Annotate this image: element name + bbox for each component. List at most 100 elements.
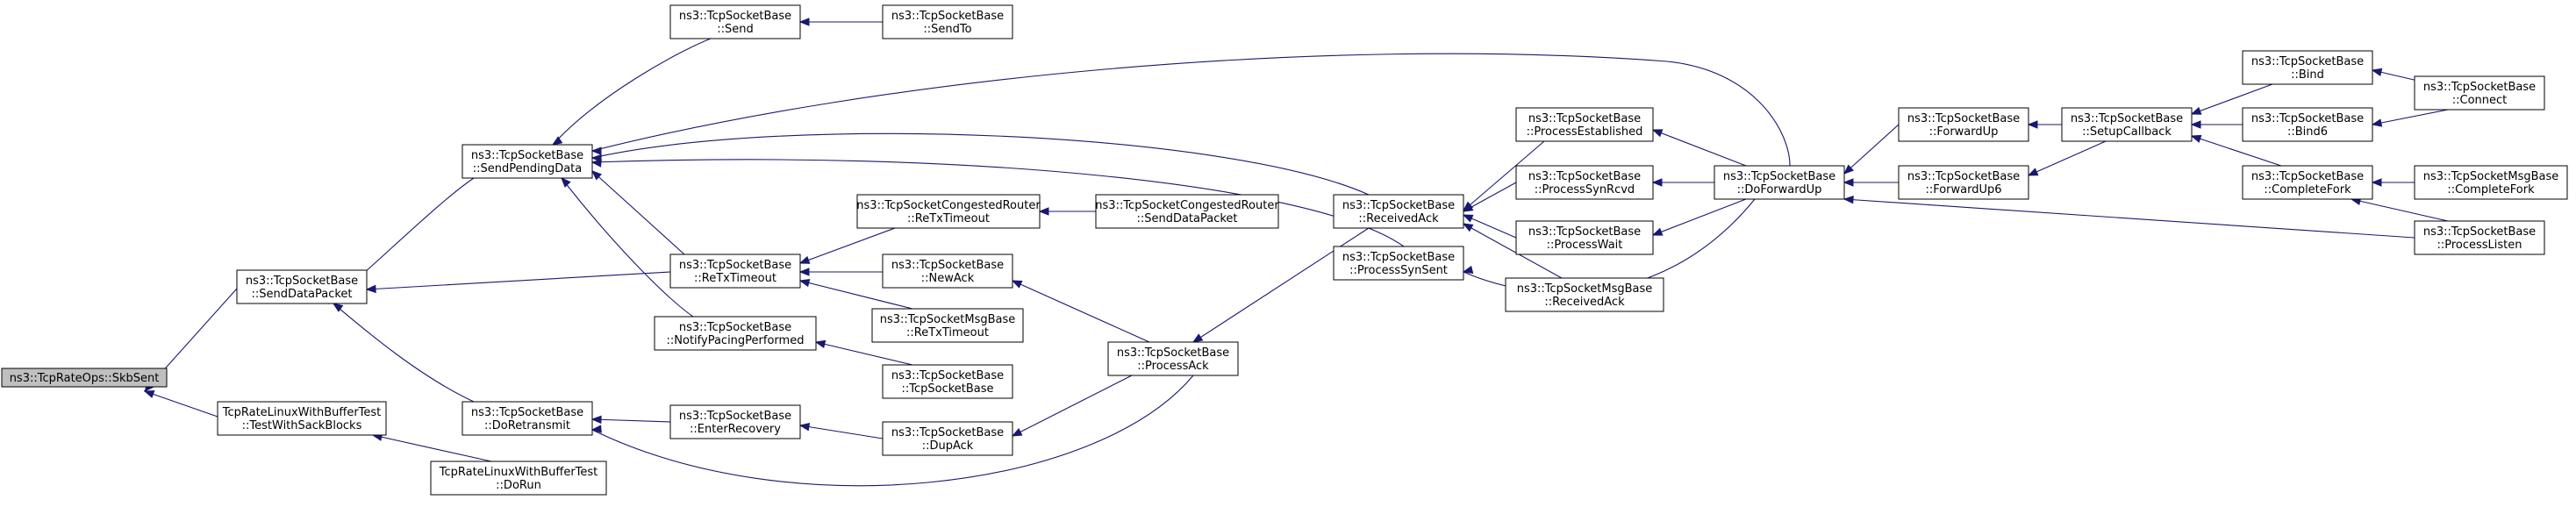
graph-node-n10[interactable]: ns3::TcpSocketBase::EnterRecovery [669,404,801,439]
node-label: ns3::TcpSocketBase [2423,225,2536,239]
node-label: TcpRateLinuxWithBufferTest [439,466,598,479]
call-edge [2372,109,2449,125]
node-label: ns3::TcpSocketBase [2251,170,2364,183]
graph-node-n1[interactable]: ns3::TcpSocketBase::SendDataPacket [236,269,368,304]
node-label: ::SendDataPacket [251,288,352,301]
graph-node-n0[interactable]: ns3::TcpRateOps::SkbSent [1,368,168,388]
node-label: ns3::TcpSocketCongestedRouter [856,199,1041,212]
arrowhead-icon [1843,195,1854,204]
arrowhead-icon [1462,203,1474,212]
graph-node-n11[interactable]: ns3::TcpSocketCongestedRouter::ReTxTimeo… [856,194,1041,229]
call-edge [561,177,694,318]
graph-node-n8[interactable]: ns3::TcpSocketBase::SendTo [882,4,1013,39]
graph-node-n2[interactable]: TcpRateLinuxWithBufferTest::TestWithSack… [217,401,387,436]
call-edge [1012,280,1150,343]
node-label: ::DoRun [496,479,541,492]
node-label: ns3::TcpSocketBase [1528,225,1641,239]
node-label: ::CompleteFork [2264,183,2351,196]
graph-node-n5[interactable]: ns3::TcpSocketBase::DoRetransmit [462,401,593,436]
call-edge [1843,124,1900,175]
arrowhead-icon [798,422,811,432]
node-label: ::ProcessListen [2436,239,2522,252]
arrowhead-icon [2027,168,2039,176]
graph-node-n32[interactable]: ns3::TcpSocketMsgBase::CompleteFork [2414,165,2568,200]
graph-node-n3[interactable]: ns3::TcpSocketBase::SendPendingData [462,144,593,179]
call-edge [1463,182,1517,212]
node-label: ::Send [717,23,754,36]
call-edge [1463,140,1545,211]
call-edge [591,170,685,255]
node-label: ns3::TcpSocketBase [246,275,358,288]
graph-node-n21[interactable]: ns3::TcpSocketBase::ProcessSynRcvd [1515,165,1654,200]
call-edge [1012,375,1133,437]
graph-node-n28[interactable]: ns3::TcpSocketBase::Bind [2242,50,2373,85]
node-label: ::DoRetransmit [484,419,570,432]
arrowhead-icon [365,284,376,294]
graph-node-n17[interactable]: ns3::TcpSocketBase::ProcessAck [1107,341,1239,376]
call-edge [144,390,218,418]
arrowhead-icon [1843,178,1854,187]
graph-node-n31[interactable]: ns3::TcpSocketBase::Connect [2414,75,2545,111]
node-box [2414,75,2545,111]
node-label: ::NewAck [921,272,975,285]
graph-node-n19[interactable]: ns3::TcpSocketBase::ProcessSynSent [1333,246,1464,281]
graph-node-n30[interactable]: ns3::TcpSocketBase::CompleteFork [2242,165,2373,200]
node-label: ::ProcessWait [1547,239,1623,252]
graph-node-n15[interactable]: ns3::TcpSocketBase::TcpSocketBase [882,364,1013,399]
graph-node-n13[interactable]: ns3::TcpSocketBase::NewAck [882,254,1013,289]
node-label: ns3::TcpSocketBase [679,259,791,272]
graph-node-n26[interactable]: ns3::TcpSocketBase::ForwardUp6 [1898,165,2029,200]
node-label: ns3::TcpSocketBase [891,10,1004,23]
call-edge [1192,227,1370,343]
call-edge [1463,223,1563,279]
arrowhead-icon [2371,68,2383,76]
graph-node-n4[interactable]: ns3::TcpSocketBase::ReTxTimeout [669,254,801,289]
arrowhead-icon [2190,120,2201,129]
call-edge [591,418,671,423]
graph-nodes: ns3::TcpRateOps::SkbSentns3::TcpSocketBa… [1,4,2568,496]
node-label: ::ForwardUp6 [1925,183,2001,196]
node-label: ns3::TcpSocketBase [1528,170,1641,183]
node-label: ns3::TcpSocketBase [1528,112,1641,125]
graph-node-n6[interactable]: TcpRateLinuxWithBufferTest::DoRun [430,461,607,496]
arrowhead-icon [332,303,344,312]
node-label: ::EnterRecovery [690,423,781,436]
node-box [1898,107,2029,142]
graph-node-n20[interactable]: ns3::TcpSocketBase::ProcessEstablished [1515,107,1654,142]
node-box [882,364,1013,399]
arrowhead-icon [1462,223,1474,232]
node-box [1333,194,1464,229]
node-box [1515,220,1654,255]
arrowhead-icon [1462,214,1474,223]
graph-node-n24[interactable]: ns3::TcpSocketBase::DoForwardUp [1714,165,1845,200]
node-label: ::Bind [2291,68,2324,82]
graph-node-n18[interactable]: ns3::TcpSocketBase::ReceivedAck [1333,194,1464,229]
call-edge [366,271,671,290]
graph-node-n23[interactable]: ns3::TcpSocketMsgBase::ReceivedAck [1505,277,1664,312]
graph-node-n9[interactable]: ns3::TcpSocketBase::NotifyPacingPerforme… [654,316,817,351]
node-label: ns3::TcpSocketBase [2423,81,2536,94]
arrowhead-icon [2371,118,2383,127]
call-edge [1463,214,1517,239]
node-label: ns3::TcpSocketCongestedRouter [1095,199,1279,212]
arrowhead-icon [1651,129,1664,138]
call-edge [591,53,1791,167]
arrowhead-icon [2190,106,2202,115]
graph-node-n33[interactable]: ns3::TcpSocketBase::ProcessListen [2414,220,2545,255]
graph-node-n29[interactable]: ns3::TcpSocketBase::Bind6 [2242,107,2373,142]
arrowhead-icon [2190,134,2202,143]
graph-node-n12[interactable]: ns3::TcpSocketCongestedRouter::SendDataP… [1095,194,1279,229]
node-label: ns3::TcpSocketBase [471,406,583,419]
graph-node-n7[interactable]: ns3::TcpSocketBase::Send [669,4,801,39]
graph-node-n22[interactable]: ns3::TcpSocketBase::ProcessWait [1515,220,1654,255]
graph-node-n14[interactable]: ns3::TcpSocketMsgBase::ReTxTimeout [871,308,1024,343]
arrowhead-icon [1651,227,1664,236]
node-label: ns3::TcpSocketMsgBase [1517,282,1653,296]
node-label: ::Connect [2452,94,2508,107]
node-box [1515,165,1654,200]
graph-node-n27[interactable]: ns3::TcpSocketBase::SetupCallback [2061,107,2193,142]
graph-node-n16[interactable]: ns3::TcpSocketBase::DupAck [882,421,1013,456]
graph-node-n25[interactable]: ns3::TcpSocketBase::ForwardUp [1898,107,2029,142]
arrowhead-icon [561,177,571,188]
